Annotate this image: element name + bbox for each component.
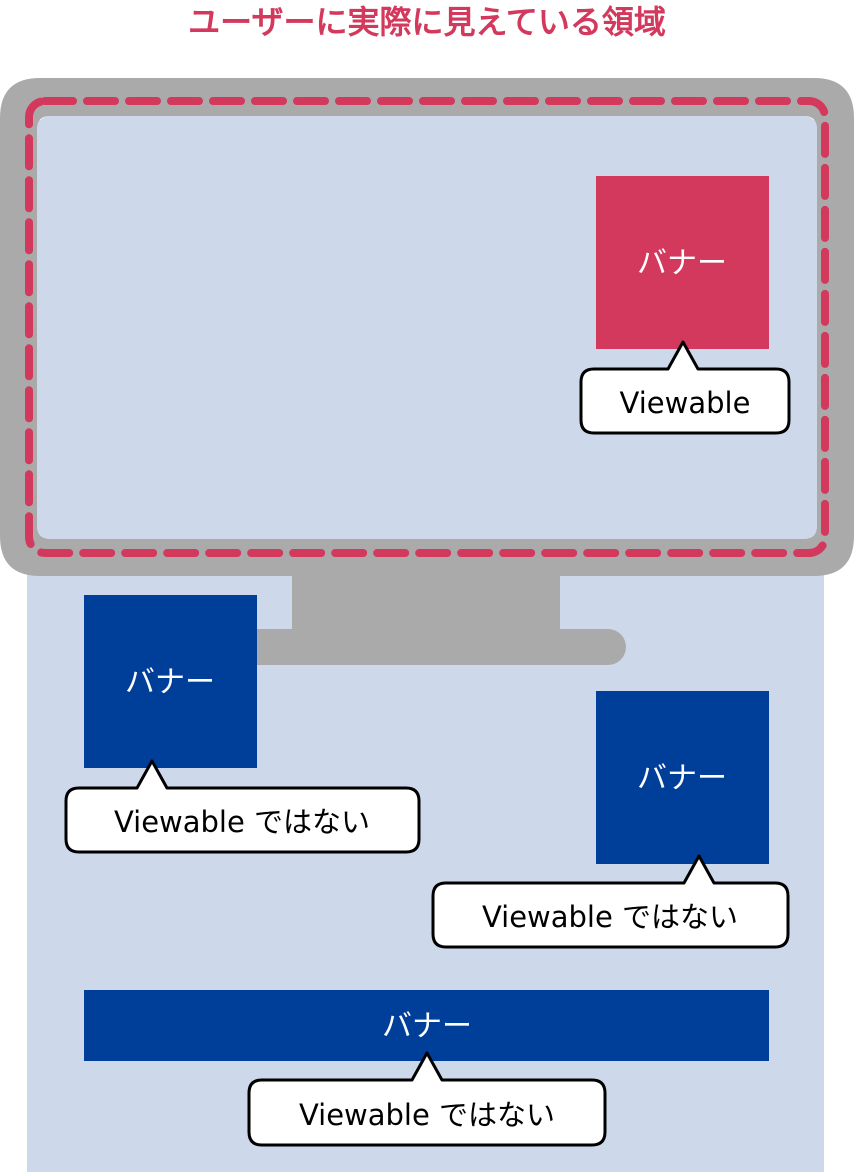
banner-visible: バナー bbox=[596, 176, 769, 349]
svg-text:Viewable ではない: Viewable ではない bbox=[299, 1098, 555, 1132]
callout-not-viewable-left: Viewable ではない bbox=[64, 759, 421, 854]
banner-bottom: バナー bbox=[84, 990, 769, 1061]
diagram-title: ユーザーに実際に見えている領域 bbox=[188, 3, 666, 41]
visible-area-outline bbox=[25, 97, 829, 557]
svg-text:Viewable ではない: Viewable ではない bbox=[482, 900, 738, 934]
svg-text:Viewable: Viewable bbox=[620, 386, 751, 420]
svg-text:Viewable ではない: Viewable ではない bbox=[114, 805, 370, 839]
banner-right: バナー bbox=[596, 691, 769, 864]
svg-text:バナー: バナー bbox=[125, 665, 215, 700]
banner-left: バナー bbox=[84, 595, 257, 768]
callout-not-viewable-bottom: Viewable ではない bbox=[247, 1051, 607, 1147]
svg-text:バナー: バナー bbox=[637, 761, 727, 796]
svg-text:バナー: バナー bbox=[637, 246, 727, 281]
callout-not-viewable-right: Viewable ではない bbox=[431, 854, 790, 949]
callout-viewable: Viewable bbox=[579, 340, 791, 435]
svg-text:バナー: バナー bbox=[382, 1009, 472, 1044]
